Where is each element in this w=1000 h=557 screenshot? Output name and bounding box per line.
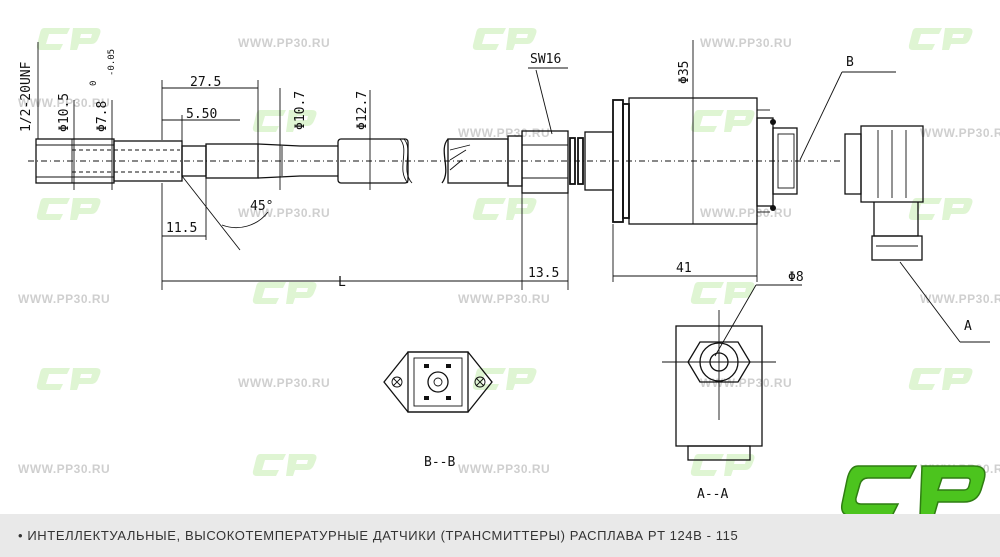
dim-275-label: 27.5: [190, 75, 221, 90]
watermark-logo: [690, 110, 755, 132]
watermark-logo: [252, 110, 317, 132]
watermark-logo: [908, 28, 973, 50]
connector-plug: [844, 125, 924, 261]
watermark-text: WWW.PP30.RU: [238, 206, 331, 220]
view-aa-title: A--A: [697, 487, 728, 502]
dim-b-label: B: [846, 55, 854, 70]
watermark-text: WWW.PP30.RU: [18, 292, 111, 306]
watermark-text: WWW.PP30.RU: [458, 126, 551, 140]
watermark-logo: [36, 368, 101, 390]
watermark-logo: [252, 454, 317, 476]
dim-550-label: 5.50: [186, 107, 217, 122]
watermark-text: WWW.PP30.RU: [18, 96, 111, 110]
dim-d8-label: Φ8: [788, 270, 804, 285]
dim-sw16-label: SW16: [530, 52, 561, 67]
dim-d78-label: Φ7.8: [95, 101, 110, 132]
dim-115-label: 11.5: [166, 221, 197, 236]
dim-d78-tol-upper: 0: [89, 81, 99, 86]
dim-d105-label: Φ10.5: [57, 93, 72, 132]
dimension-lines: [37, 40, 990, 343]
watermark-logo: [472, 28, 537, 50]
dim-d107-label: Φ10.7: [293, 91, 308, 130]
dim-a-label: A: [964, 319, 972, 334]
watermark-text: WWW.PP30.RU: [458, 292, 551, 306]
watermark-text: WWW.PP30.RU: [458, 462, 551, 476]
watermark-text: WWW.PP30.RU: [238, 36, 331, 50]
dim-45-label: 45°: [250, 199, 273, 214]
watermark-logo: [252, 282, 317, 304]
dim-d127-label: Φ12.7: [355, 91, 370, 130]
watermark-text: WWW.PP30.RU: [920, 292, 1000, 306]
watermark-logo: [36, 28, 101, 50]
watermark-text: WWW.PP30.RU: [920, 126, 1000, 140]
dim-l-label: L: [338, 275, 346, 290]
dim-d78-tol-lower: -0.05: [107, 49, 117, 76]
watermark-logo: [36, 198, 101, 220]
dim-135-label: 13.5: [528, 266, 559, 281]
view-bb-title: B--B: [424, 455, 455, 470]
watermark-logo: [690, 282, 755, 304]
dim-d35-label: Φ35: [677, 61, 692, 84]
caption-text: • ИНТЕЛЛЕКТУАЛЬНЫЕ, ВЫСОКОТЕМПЕРАТУРНЫЕ …: [18, 528, 739, 543]
watermark-text: WWW.PP30.RU: [18, 462, 111, 476]
view-bb-drawing: [383, 351, 493, 413]
watermark-text: WWW.PP30.RU: [700, 36, 793, 50]
watermark-text: WWW.PP30.RU: [238, 376, 331, 390]
watermark-logo: [908, 368, 973, 390]
watermark-logo: [908, 198, 973, 220]
watermark-text: WWW.PP30.RU: [700, 376, 793, 390]
watermark-logo: [472, 368, 537, 390]
caption-bar: • ИНТЕЛЛЕКТУАЛЬНЫЕ, ВЫСОКОТЕМПЕРАТУРНЫЕ …: [0, 514, 1000, 557]
view-aa-drawing: [662, 284, 802, 461]
brand-logo: [840, 465, 986, 517]
probe-body: [28, 97, 840, 251]
dim-41-label: 41: [676, 261, 692, 276]
watermark-text: WWW.PP30.RU: [700, 206, 793, 220]
dim-thread-label: 1/2-20UNF: [19, 61, 34, 132]
watermark-logo: [472, 198, 537, 220]
